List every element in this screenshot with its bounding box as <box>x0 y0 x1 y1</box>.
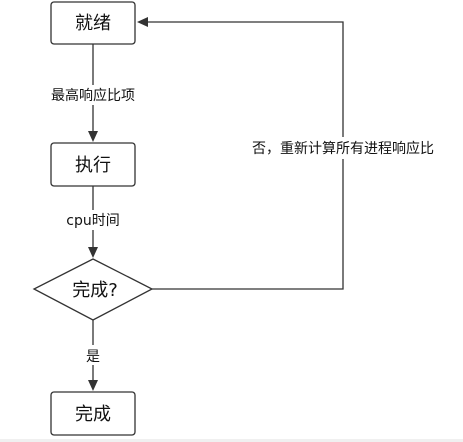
node-decision-label: 完成? <box>72 280 118 301</box>
edge-label-bg <box>42 85 144 105</box>
node-done-label: 完成 <box>75 404 111 425</box>
edge-label-execute-to-decision: cpu时间 <box>66 213 119 229</box>
edge-label-decision-yes: 是 <box>86 349 100 365</box>
node-execute <box>50 142 136 187</box>
node-execute-label: 执行 <box>75 155 111 176</box>
edge-label-ready-to-execute: 最高响应比项 <box>51 87 135 104</box>
node-done <box>50 391 136 436</box>
bottom-divider <box>0 439 463 442</box>
arrowhead-done <box>88 380 98 391</box>
node-ready-label: 就绪 <box>75 13 111 34</box>
edge-label-bg <box>84 345 102 365</box>
edge-label-bg <box>56 210 130 230</box>
node-decision <box>32 258 154 321</box>
arrowhead-execute <box>88 131 98 142</box>
edge-label-decision-no: 否，重新计算所有进程响应比 <box>252 140 434 157</box>
arrowhead-ready <box>137 17 148 27</box>
node-ready <box>50 1 136 45</box>
edge-label-bg <box>242 137 444 159</box>
arrowhead-decision <box>88 247 98 258</box>
